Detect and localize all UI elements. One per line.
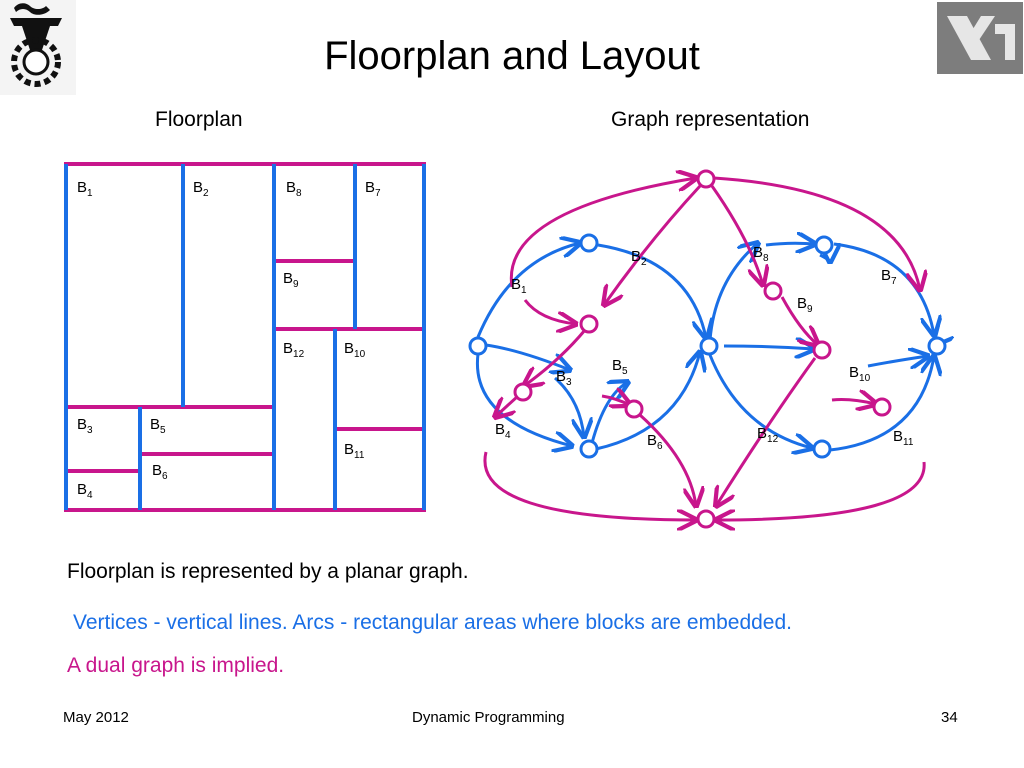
floorplan-label-b6: B6 [152,462,168,482]
vertex-center [699,336,719,356]
graph-label-b2: B2 [631,248,647,268]
graph-label-b5: B5 [612,357,628,377]
graph-label-b7: B7 [881,267,897,287]
graph-label-b10: B10 [849,364,871,384]
hebrew-letters-logo [937,2,1023,74]
floorplan-label-b5: B5 [150,416,166,436]
vertex-top-right [814,235,834,255]
floorplan-label-b11: B11 [344,441,365,461]
floorplan-label-b8: B8 [286,179,302,199]
floorplan-label-b3: B3 [77,416,93,436]
graph-heading: Graph representation [611,108,810,131]
dual-vertex-top [696,169,716,189]
floorplan-heading: Floorplan [155,108,243,131]
graph-label-b12: B12 [757,425,779,445]
dual-vertex-b11 [872,397,892,417]
dual-vertex-b10 [812,340,832,360]
floorplan-label-b10: B10 [344,340,366,360]
vertex-left [468,336,488,356]
footer-course: Dynamic Programming [412,709,565,726]
dual-vertex-b4 [513,382,533,402]
graph-label-b8: B8 [753,244,769,264]
graph-label-b11: B11 [893,428,914,448]
floorplan-label-b4: B4 [77,481,93,501]
dual-vertex-b9 [763,281,783,301]
graph-label-b4: B4 [495,421,511,441]
floorplan-label-b2: B2 [193,179,209,199]
graph-label-b3: B3 [556,368,572,388]
vertex-bottom-right [812,439,832,459]
footer-date: May 2012 [63,709,129,726]
floorplan-label-b12: B12 [283,340,305,360]
dual-vertex-bottom [696,509,716,529]
text-dual-graph: A dual graph is implied. [67,654,285,677]
graph-label-b1: B1 [511,276,527,296]
footer-page-number: 34 [941,709,958,726]
dual-vertex-b1 [579,314,599,334]
vertex-top-left [579,233,599,253]
graph-label-b6: B6 [647,432,663,452]
vertex-bottom-left [579,439,599,459]
floorplan-label-b1: B1 [77,179,93,199]
graph-label-b9: B9 [797,295,813,315]
vertex-right [927,336,947,356]
floorplan-label-b9: B9 [283,270,299,290]
text-vertices-arcs: Vertices - vertical lines. Arcs - rectan… [73,611,792,634]
floorplan-label-b7: B7 [365,179,381,199]
text-planar-graph: Floorplan is represented by a planar gra… [67,560,469,583]
slide-title: Floorplan and Layout [324,34,700,78]
technion-logo [0,0,76,95]
dual-vertex-b5 [624,399,644,419]
